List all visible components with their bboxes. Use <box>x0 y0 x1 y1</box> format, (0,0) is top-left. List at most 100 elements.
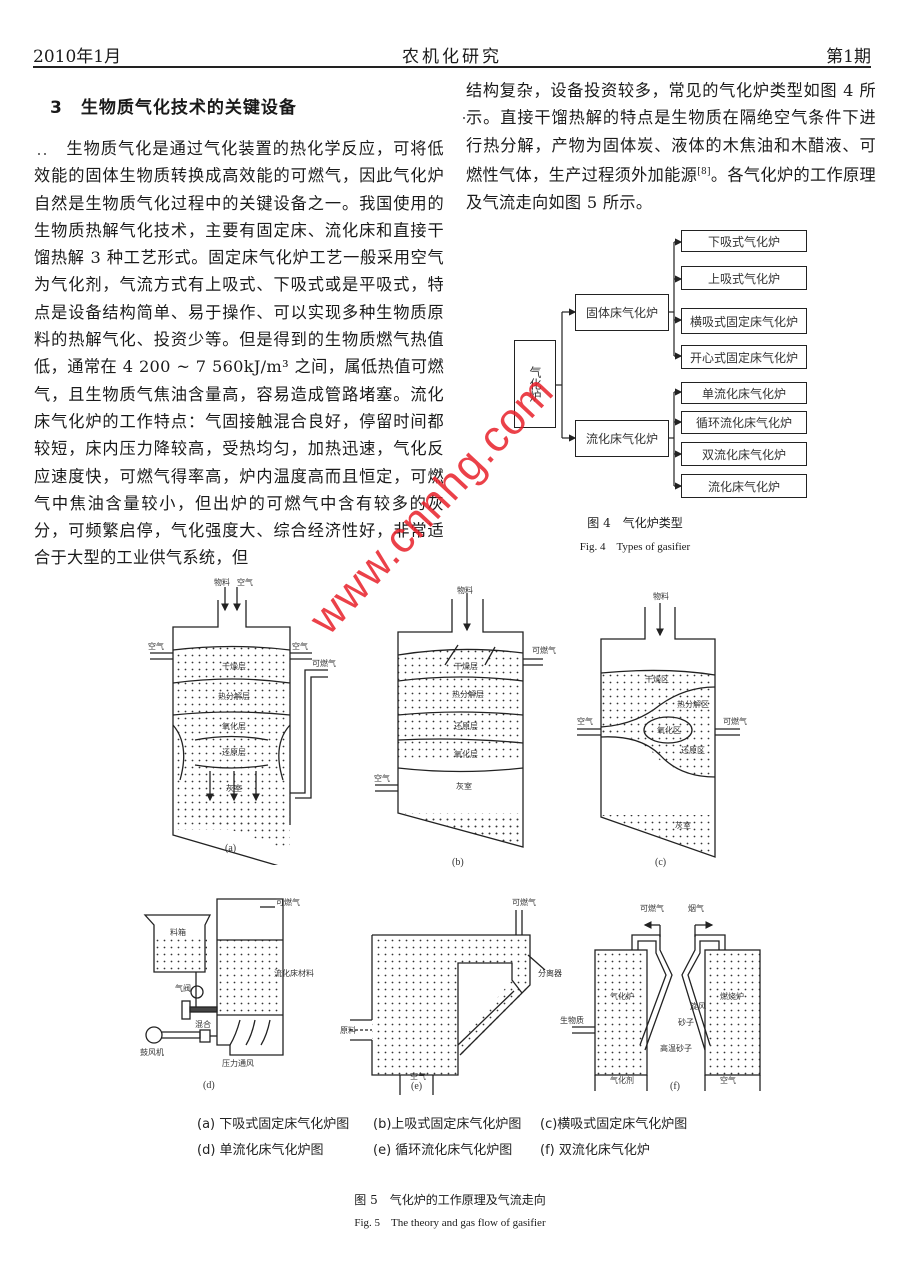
leaf-label: 横吸式固定床气化炉 <box>689 314 798 329</box>
label-gas: 可燃气 <box>532 646 556 655</box>
label-sand: 砂子 <box>678 1018 694 1027</box>
diagram-e-drawing <box>350 910 546 1095</box>
body-left-column: 生物质气化是通过气化装置的热化学反应，可将低效能的固体生物质转换成高效能的可燃气… <box>34 135 444 572</box>
figure-5-caption-en: Fig. 5 The theory and gas flow of gasifi… <box>354 1217 546 1229</box>
tree-leaf: 开心式固定床气化炉 <box>681 345 807 369</box>
label-layer: 氧化层 <box>222 722 246 731</box>
label-zone: 氧化区 <box>657 726 681 735</box>
tree-root-gasifier: 气化炉 <box>514 340 556 428</box>
label-gas: 可燃气 <box>723 717 747 726</box>
section-number: 3 <box>50 98 63 118</box>
label-feed: 物料 <box>653 592 669 601</box>
sublabel-d: (d) <box>203 1080 215 1091</box>
section-title: 生物质气化技术的关键设备 <box>80 98 297 118</box>
label-air: 空气 <box>720 1076 736 1085</box>
label-ash: 灰室 <box>456 782 472 791</box>
label-cyclone: 旋风 <box>690 1002 706 1011</box>
paragraph: 生物质气化是通过气化装置的热化学反应，可将低效能的固体生物质转换成高效能的可燃气… <box>34 139 444 568</box>
label-separator: 分离器 <box>538 969 562 978</box>
diagram-f-dual-fluidized: 可燃气 烟气 气化炉 燃烧炉 旋风 砂子 高温砂子 生物质 气化剂 空气 (f) <box>560 895 780 1095</box>
leaf-label: 双流化床气化炉 <box>701 447 786 462</box>
label-feed: 物料 <box>214 578 230 587</box>
figure-5-legend: (a) 下吸式固定床气化炉图 (b)上吸式固定床气化炉图 (c)横吸式固定床气化… <box>197 1113 717 1163</box>
legend-item-f: (f) 双流化床气化炉 <box>540 1143 650 1158</box>
sublabel-f: (f) <box>670 1081 680 1092</box>
label-air: 空气 <box>410 1072 426 1081</box>
diagram-c-drawing <box>577 603 740 858</box>
legend-item-b: (b)上吸式固定床气化炉图 <box>373 1117 522 1132</box>
label-zone: 干燥区 <box>645 675 669 684</box>
tree-branch-fluidized-bed: 流化床气化炉 <box>575 420 669 457</box>
label-hot-sand: 高温砂子 <box>660 1044 692 1053</box>
tree-leaf: 循环流化床气化炉 <box>681 411 807 434</box>
sublabel-e: (e) <box>411 1081 423 1092</box>
figure-4-caption-en: Fig. 4 Types of gasifier <box>579 541 691 553</box>
sublabel-c: (c) <box>655 857 667 868</box>
scan-speck <box>463 117 465 119</box>
scan-speck <box>44 153 46 155</box>
leaf-label: 上吸式气化炉 <box>707 271 780 286</box>
header-journal: 农机化研究 <box>402 47 502 67</box>
label-layer: 热分解层 <box>218 692 250 701</box>
diagram-d-drawing <box>143 898 284 1056</box>
label-feed: 原料 <box>340 1026 356 1035</box>
label-gas: 可燃气 <box>640 904 664 913</box>
label-ash: 灰室 <box>675 821 691 830</box>
label-layer: 热分解层 <box>452 690 484 699</box>
figure-5-caption-cn: 图 5 气化炉的工作原理及气流走向 <box>354 1193 546 1207</box>
label-air: 空气 <box>577 717 593 726</box>
label-layer: 干燥层 <box>454 662 478 671</box>
diagram-b-drawing <box>375 593 543 848</box>
tree-leaf: 单流化床气化炉 <box>681 382 807 404</box>
branch-label: 固体床气化炉 <box>585 306 658 320</box>
label-gasifier: 气化炉 <box>610 992 634 1001</box>
label-valve: 气阀 <box>175 984 191 993</box>
tree-leaf: 双流化床气化炉 <box>681 442 807 466</box>
legend-item-c: (c)横吸式固定床气化炉图 <box>540 1117 688 1132</box>
label-feed: 物料 <box>457 586 473 595</box>
section-heading: 3 生物质气化技术的关键设备 <box>50 93 297 118</box>
diagram-f-drawing <box>572 921 761 1091</box>
tree-branch-fixed-bed: 固体床气化炉 <box>575 294 669 331</box>
body-right-column: 结构复杂，设备投资较多，常见的气化炉类型如图 4 所示。直接干馏热解的特点是生物… <box>466 77 876 216</box>
label-biomass: 生物质 <box>560 1016 584 1025</box>
label-zone: 还原区 <box>681 746 705 755</box>
header-issue: 第1期 <box>826 47 871 67</box>
label-zone: 热分解区 <box>677 700 709 709</box>
figure-4-caption-cn: 图 4 气化炉类型 <box>587 516 683 530</box>
diagram-a-drawing <box>150 587 328 876</box>
citation-ref: [8] <box>697 166 711 177</box>
legend-item-a: (a) 下吸式固定床气化炉图 <box>197 1117 350 1132</box>
tree-leaf: 下吸式气化炉 <box>681 230 807 252</box>
label-air-top: 空气 <box>237 578 253 587</box>
legend-item-d: (d) 单流化床气化炉图 <box>197 1143 324 1158</box>
label-layer: 还原层 <box>454 722 478 731</box>
leaf-label: 循环流化床气化炉 <box>695 416 792 430</box>
label-air-left: 空气 <box>148 642 164 651</box>
label-bed-material: 流化床材料 <box>274 969 314 978</box>
branch-label: 流化床气化炉 <box>585 432 658 446</box>
label-gas: 可燃气 <box>276 898 300 907</box>
label-air: 空气 <box>374 774 390 783</box>
tree-leaf: 上吸式气化炉 <box>681 266 807 290</box>
label-gas: 可燃气 <box>312 659 336 668</box>
label-agent: 气化剂 <box>610 1076 634 1085</box>
label-hopper: 料箱 <box>170 928 186 937</box>
label-flue: 烟气 <box>688 904 704 913</box>
tree-root-label: 气化炉 <box>528 366 542 402</box>
header-date: 2010年1月 <box>33 47 122 67</box>
diagram-e-circulating-fluidized: 可燃气 分离器 原料 空气 (e) <box>340 895 562 1095</box>
tree-leaf: 横吸式固定床气化炉 <box>681 308 807 334</box>
legend-item-e: (e) 循环流化床气化炉图 <box>373 1143 513 1158</box>
diagram-d-single-fluidized: 可燃气 料箱 流化床材料 气阀 混合 鼓风机 压力通风 (d) <box>140 895 340 1095</box>
label-gas: 可燃气 <box>512 898 536 907</box>
leaf-label: 下吸式气化炉 <box>707 234 780 249</box>
paragraph: 结构复杂，设备投资较多，常见的气化炉类型如图 4 所示。直接干馏热解的特点是生物… <box>466 81 876 185</box>
running-header: 2010年1月 农机化研究 第1期 <box>33 38 871 68</box>
label-ash: 灰室 <box>226 784 242 793</box>
diagram-b-updraft: 物料 可燃气 空气 干燥层 热分解层 还原层 氧化层 灰室 (b) <box>360 585 560 870</box>
label-mix: 混合 <box>195 1020 211 1029</box>
diagram-c-crossdraft: 物料 空气 可燃气 干燥区 热分解区 氧化区 还原区 灰室 (c) <box>565 592 765 870</box>
label-blower: 鼓风机 <box>140 1048 164 1057</box>
scan-speck <box>38 153 40 155</box>
